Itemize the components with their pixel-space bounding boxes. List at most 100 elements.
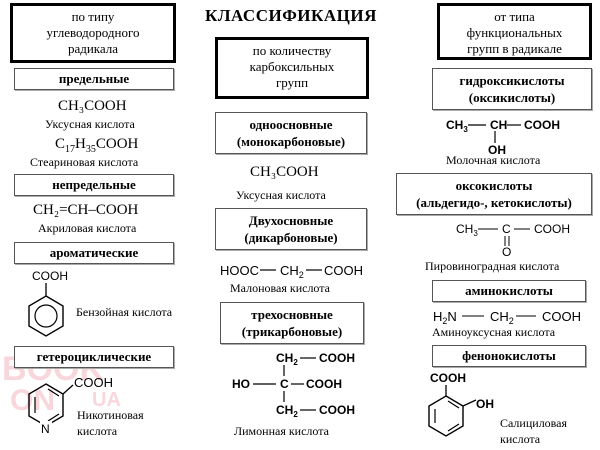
header-middle-line-1: по количеству (252, 43, 332, 58)
svg-text:CH2: CH2 (276, 351, 298, 367)
aminoacetic-acid-structure: H2N CH2 COOH (433, 309, 581, 326)
citric-cooh-top: COOH (319, 351, 355, 365)
lactic-acid-structure: CH3 CH COOH OH (446, 118, 560, 156)
lactic-oh: OH (488, 143, 506, 156)
stearic-c: C (55, 136, 66, 152)
name-salicylic-acid-2: кислота (500, 432, 541, 446)
category-hydroxy-acids: гидроксикислоты (оксикислоты) (432, 68, 592, 110)
pyruvic-cooh: COOH (534, 222, 570, 236)
category-unsaturated: непредельные (14, 174, 174, 196)
header-right-line-1: от типа (494, 9, 535, 24)
name-citric-acid: Лимонная кислота (234, 424, 329, 438)
amino-cooh: COOH (542, 309, 581, 324)
lactic-ch3-sub: 3 (463, 125, 468, 134)
citric-ch-bottom-sub: 2 (293, 410, 298, 419)
amino-h: H (433, 309, 442, 324)
formula-stearic-acid: C17H35COOH (55, 136, 138, 155)
category-aromatic: ароматические (14, 242, 174, 264)
hydroxy-label-1: гидроксикислоты (459, 73, 565, 88)
header-left-line-2: углеводородного (46, 25, 140, 40)
citric-ch-top: CH (276, 351, 293, 365)
page-title: КЛАССИФИКАЦИЯ (205, 6, 377, 25)
amino-ch: CH (490, 309, 509, 324)
lactic-cooh: COOH (524, 118, 560, 132)
stearic-h: H (75, 136, 86, 152)
hydroxy-label-2: (оксикислоты) (468, 90, 556, 105)
svg-text:CH3: CH3 (456, 222, 478, 238)
svg-text:CH2: CH2 (276, 403, 298, 419)
tribasic-label-2: (трикарбоновые) (241, 324, 343, 339)
malonic-ch: CH (280, 263, 299, 278)
name-nicotinic-acid-1: Никотиновая (77, 408, 144, 422)
citric-ch-top-sub: 2 (293, 358, 298, 367)
category-tribasic: трехосновные (трикарбоновые) (220, 302, 364, 344)
amino-n: N (447, 309, 456, 324)
malonic-ch-sub: 2 (299, 270, 304, 280)
pyruvic-acid-structure: CH3 C COOH O (456, 222, 570, 258)
name-benzoic-acid: Бензойная кислота (76, 305, 173, 319)
pyruvic-c: C (502, 222, 511, 236)
monobasic-label-1: одноосновные (249, 117, 333, 132)
salicylic-acid-structure: COOH OH (428, 371, 494, 437)
citric-cooh-bottom: COOH (319, 403, 355, 417)
malonic-hooc: HOOC (220, 263, 259, 278)
name-stearic-acid: Стеариновая кислота (30, 155, 139, 169)
category-saturated: предельные (14, 68, 174, 90)
category-monobasic: одноосновные (монокарбоновые) (215, 112, 367, 154)
pyruvic-ch3: CH (456, 222, 473, 236)
salicylic-oh: OH (476, 397, 494, 411)
header-middle-line-3: групп (275, 75, 309, 90)
monobasic-label-2: (монокарбоновые) (236, 134, 346, 149)
lactic-ch3: CH (446, 118, 463, 132)
name-acetic-acid: Уксусная кислота (45, 117, 135, 131)
formula-acrylic-acid: CH₂=CH–COOH (33, 202, 139, 218)
stearic-sub-2: 35 (85, 144, 96, 155)
amino-h-sub: 2 (442, 316, 447, 326)
benzoic-cooh-text: COOH (32, 269, 68, 283)
citric-ch-bottom: CH (276, 403, 293, 417)
category-dibasic: Двухосновные (дикарбоновые) (215, 208, 367, 250)
benzoic-acid-structure: COOH (28, 269, 68, 337)
watermark-line-2: ON (10, 384, 55, 417)
header-by-functional-group: от типа функциональных групп в радикале (437, 3, 592, 60)
nicotinic-cooh-text: COOH (74, 375, 113, 390)
name-acrylic-acid: Акриловая кислота (38, 221, 137, 235)
citric-ho: HO (232, 377, 250, 391)
header-right-line-2: функциональных (466, 25, 563, 40)
name-pyruvic-acid: Пировиноградная кислота (425, 259, 560, 273)
oxo-label-1: оксокислоты (455, 178, 533, 193)
pyruvic-o: O (502, 245, 511, 258)
malonic-cooh: COOH (324, 263, 363, 278)
header-middle-line-2: карбоксильных (249, 59, 335, 74)
oxo-label-2: (альдегидо-, кетокислоты) (416, 195, 572, 210)
name-salicylic-acid-1: Салициловая (500, 416, 568, 430)
header-by-radical-type: по типу углеводородного радикала (10, 3, 176, 63)
stearic-cooh: COOH (95, 136, 139, 152)
nicotinic-acid-structure: COOH N (28, 375, 113, 436)
header-right-line-3: групп в радикале (467, 41, 562, 56)
dibasic-label-2: (дикарбоновые) (244, 230, 338, 245)
formula-acetic-acid-middle: CH₃COOH (250, 164, 319, 180)
watermark-line-3: UA (92, 389, 121, 411)
formula-acetic-acid: CH₃COOH (58, 98, 127, 114)
name-nicotinic-acid-2: кислота (77, 424, 118, 438)
category-oxo-acids: оксокислоты (альдегидо-, кетокислоты) (396, 173, 592, 215)
name-lactic-acid: Молочная кислота (446, 153, 541, 167)
header-left-line-1: по типу (71, 9, 115, 24)
lactic-ch: CH (490, 118, 507, 132)
category-heterocyclic: гетероциклические (14, 346, 174, 368)
citric-cooh-middle: COOH (306, 377, 342, 391)
salicylic-cooh: COOH (430, 371, 466, 385)
malonic-acid-structure: HOOC CH2 COOH (220, 263, 363, 280)
svg-text:CH2: CH2 (490, 309, 514, 326)
name-malonic-acid: Малоновая кислота (230, 281, 330, 295)
category-phenol-acids: фенонокислоты (432, 345, 586, 367)
tribasic-label-1: трехосновные (251, 307, 333, 322)
name-acetic-acid-middle: Уксусная кислота (236, 188, 326, 202)
category-amino-acids: аминокислоты (432, 280, 586, 302)
svg-text:CH2: CH2 (280, 263, 304, 280)
stearic-sub-1: 17 (65, 144, 76, 155)
nicotinic-n-atom: N (41, 422, 50, 436)
dibasic-label-1: Двухосновные (248, 213, 334, 228)
svg-text:CH3: CH3 (446, 118, 468, 134)
